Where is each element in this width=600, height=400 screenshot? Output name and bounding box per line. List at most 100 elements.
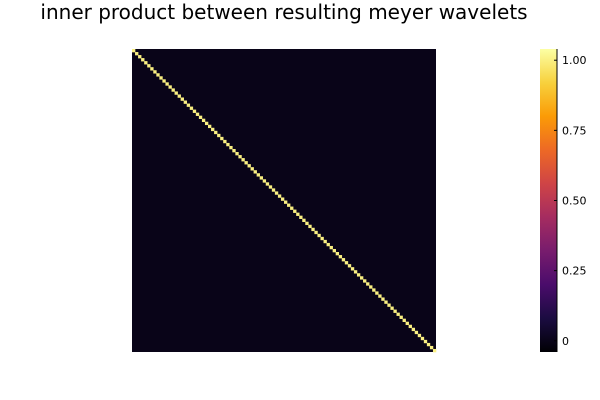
heatmap-diagonal-cell	[262, 179, 267, 183]
colorbar-tick-label: 1.00	[562, 54, 587, 67]
heatmap-diagonal-cell	[290, 206, 294, 210]
heatmap-diagonal-cell	[420, 336, 425, 341]
heatmap-diagonal-cell	[174, 91, 178, 95]
heatmap-diagonal-cell	[423, 339, 428, 344]
heatmap-diagonal-cell	[138, 55, 142, 59]
heatmap-diagonal-cell	[299, 215, 303, 219]
colorbar-tick-label: 0.25	[562, 265, 587, 278]
heatmap-diagonal-cell	[162, 79, 166, 83]
heatmap-diagonal-cell	[168, 85, 172, 89]
heatmap-diagonal-cell	[220, 136, 224, 141]
heatmap-diagonal-cell	[369, 285, 373, 289]
heatmap-diagonal-cell	[132, 49, 136, 53]
colorbar: 00.250.500.751.00	[540, 49, 587, 352]
heatmap-diagonal-cell	[378, 294, 382, 298]
heatmap-diagonal-cell	[256, 173, 260, 177]
heatmap-diagonal-cell	[186, 103, 191, 107]
colorbar-tick-label: 0.50	[562, 195, 587, 208]
heatmap-diagonal-cell	[387, 303, 391, 307]
heatmap-diagonal-cell	[402, 318, 406, 322]
heatmap-diagonal-cell	[135, 52, 139, 56]
heatmap-diagonal-cell	[277, 194, 282, 198]
heatmap-diagonal-cell	[399, 315, 403, 319]
heatmap-diagonal-cell	[183, 100, 188, 104]
heatmap-diagonal-cell	[350, 267, 355, 271]
heatmap-diagonal-cell	[411, 327, 416, 332]
heatmap-diagonal-cell	[177, 94, 181, 98]
heatmap-diagonal-cell	[347, 264, 352, 268]
heatmap-diagonal-cell	[241, 158, 245, 162]
heatmap-diagonal-cell	[189, 106, 194, 110]
heatmap-diagonal-cell	[250, 167, 254, 171]
colorbar-tick-label: 0	[562, 335, 569, 348]
heatmap-diagonal-cell	[305, 221, 309, 226]
heatmap-diagonal-cell	[238, 155, 242, 159]
heatmap-diagonal-cell	[314, 230, 318, 235]
heatmap-diagonal-cell	[381, 297, 385, 301]
heatmap-diagonal-cell	[153, 70, 157, 74]
heatmap-diagonal-cell	[353, 270, 358, 274]
heatmap-diagonal-cell	[284, 200, 288, 204]
heatmap-diagonal-cell	[165, 82, 169, 86]
heatmap-diagonal-cell	[141, 58, 145, 62]
heatmap-diagonal-cell	[372, 288, 376, 292]
heatmap-diagonal-cell	[323, 239, 327, 244]
heatmap-diagonal-cell	[244, 161, 248, 165]
heatmap-diagonal-cell	[363, 279, 367, 283]
heatmap-diagonal-cell	[253, 170, 257, 174]
heatmap-diagonal-cell	[360, 276, 364, 280]
heatmap-diagonal-cell	[268, 185, 273, 189]
heatmap-diagonal-cell	[192, 109, 197, 113]
heatmap-diagonal-cell	[198, 115, 203, 119]
heatmap-diagonal-cell	[201, 118, 206, 123]
heatmap-diagonal-cell	[311, 227, 315, 232]
heatmap-diagonal-cell	[171, 88, 175, 92]
heatmap-diagonal-cell	[408, 324, 412, 329]
heatmap-diagonal-cell	[211, 127, 215, 132]
heatmap-diagonal-cell	[317, 233, 321, 238]
heatmap-diagonal-cell	[156, 73, 160, 77]
heatmap-diagonal-cell	[226, 142, 230, 147]
heatmap-diagonal-cell	[195, 112, 200, 116]
heatmap-diagonal-cell	[366, 282, 370, 286]
heatmap-diagonal-cell	[390, 306, 394, 310]
heatmap-diagonal-cell	[338, 255, 343, 259]
heatmap-diagonal-cell	[326, 242, 330, 247]
heatmap-diagonal-cell	[432, 348, 437, 353]
heatmap-diagonal-cell	[144, 61, 148, 65]
heatmap-diagonal-cell	[217, 133, 221, 138]
heatmap-diagonal-cell	[293, 209, 297, 213]
heatmap-diagonal-cell	[223, 139, 227, 144]
heatmap-diagonal-cell	[426, 342, 431, 347]
heatmap-diagonal-cell	[232, 148, 236, 153]
heatmap-diagonal-cell	[280, 197, 285, 201]
heatmap-plot	[132, 49, 437, 353]
heatmap-diagonal-cell	[405, 321, 409, 326]
chart-title: inner product between resulting meyer wa…	[40, 0, 527, 24]
heatmap-diagonal-cell	[296, 212, 300, 216]
heatmap-diagonal-cell	[335, 252, 340, 256]
heatmap-diagonal-cell	[396, 312, 400, 316]
heatmap-diagonal-cell	[287, 203, 291, 207]
heatmap-diagonal-cell	[214, 130, 218, 135]
heatmap-diagonal-cell	[375, 291, 379, 295]
heatmap-diagonal-cell	[417, 333, 422, 338]
heatmap-diagonal-cell	[344, 261, 349, 265]
heatmap-diagonal-cell	[150, 67, 154, 71]
heatmap-diagonal-cell	[180, 97, 184, 101]
heatmap-diagonal-cell	[320, 236, 324, 241]
heatmap-diagonal-cell	[274, 191, 279, 195]
heatmap-diagonal-cell	[265, 182, 270, 186]
heatmap-diagonal-cell	[414, 330, 419, 335]
heatmap-diagonal-cell	[429, 345, 434, 350]
heatmap-diagonal-cell	[332, 248, 336, 253]
heatmap-diagonal-cell	[259, 176, 264, 180]
heatmap-diagonal-cell	[229, 145, 233, 150]
heatmap-diagonal-cell	[341, 258, 346, 262]
heatmap-diagonal-cell	[356, 273, 361, 277]
heatmap-diagonal-cell	[147, 64, 151, 68]
heatmap-diagonal-cell	[204, 121, 209, 126]
heatmap-diagonal-cell	[271, 188, 276, 192]
heatmap-diagonal-cell	[329, 245, 333, 250]
